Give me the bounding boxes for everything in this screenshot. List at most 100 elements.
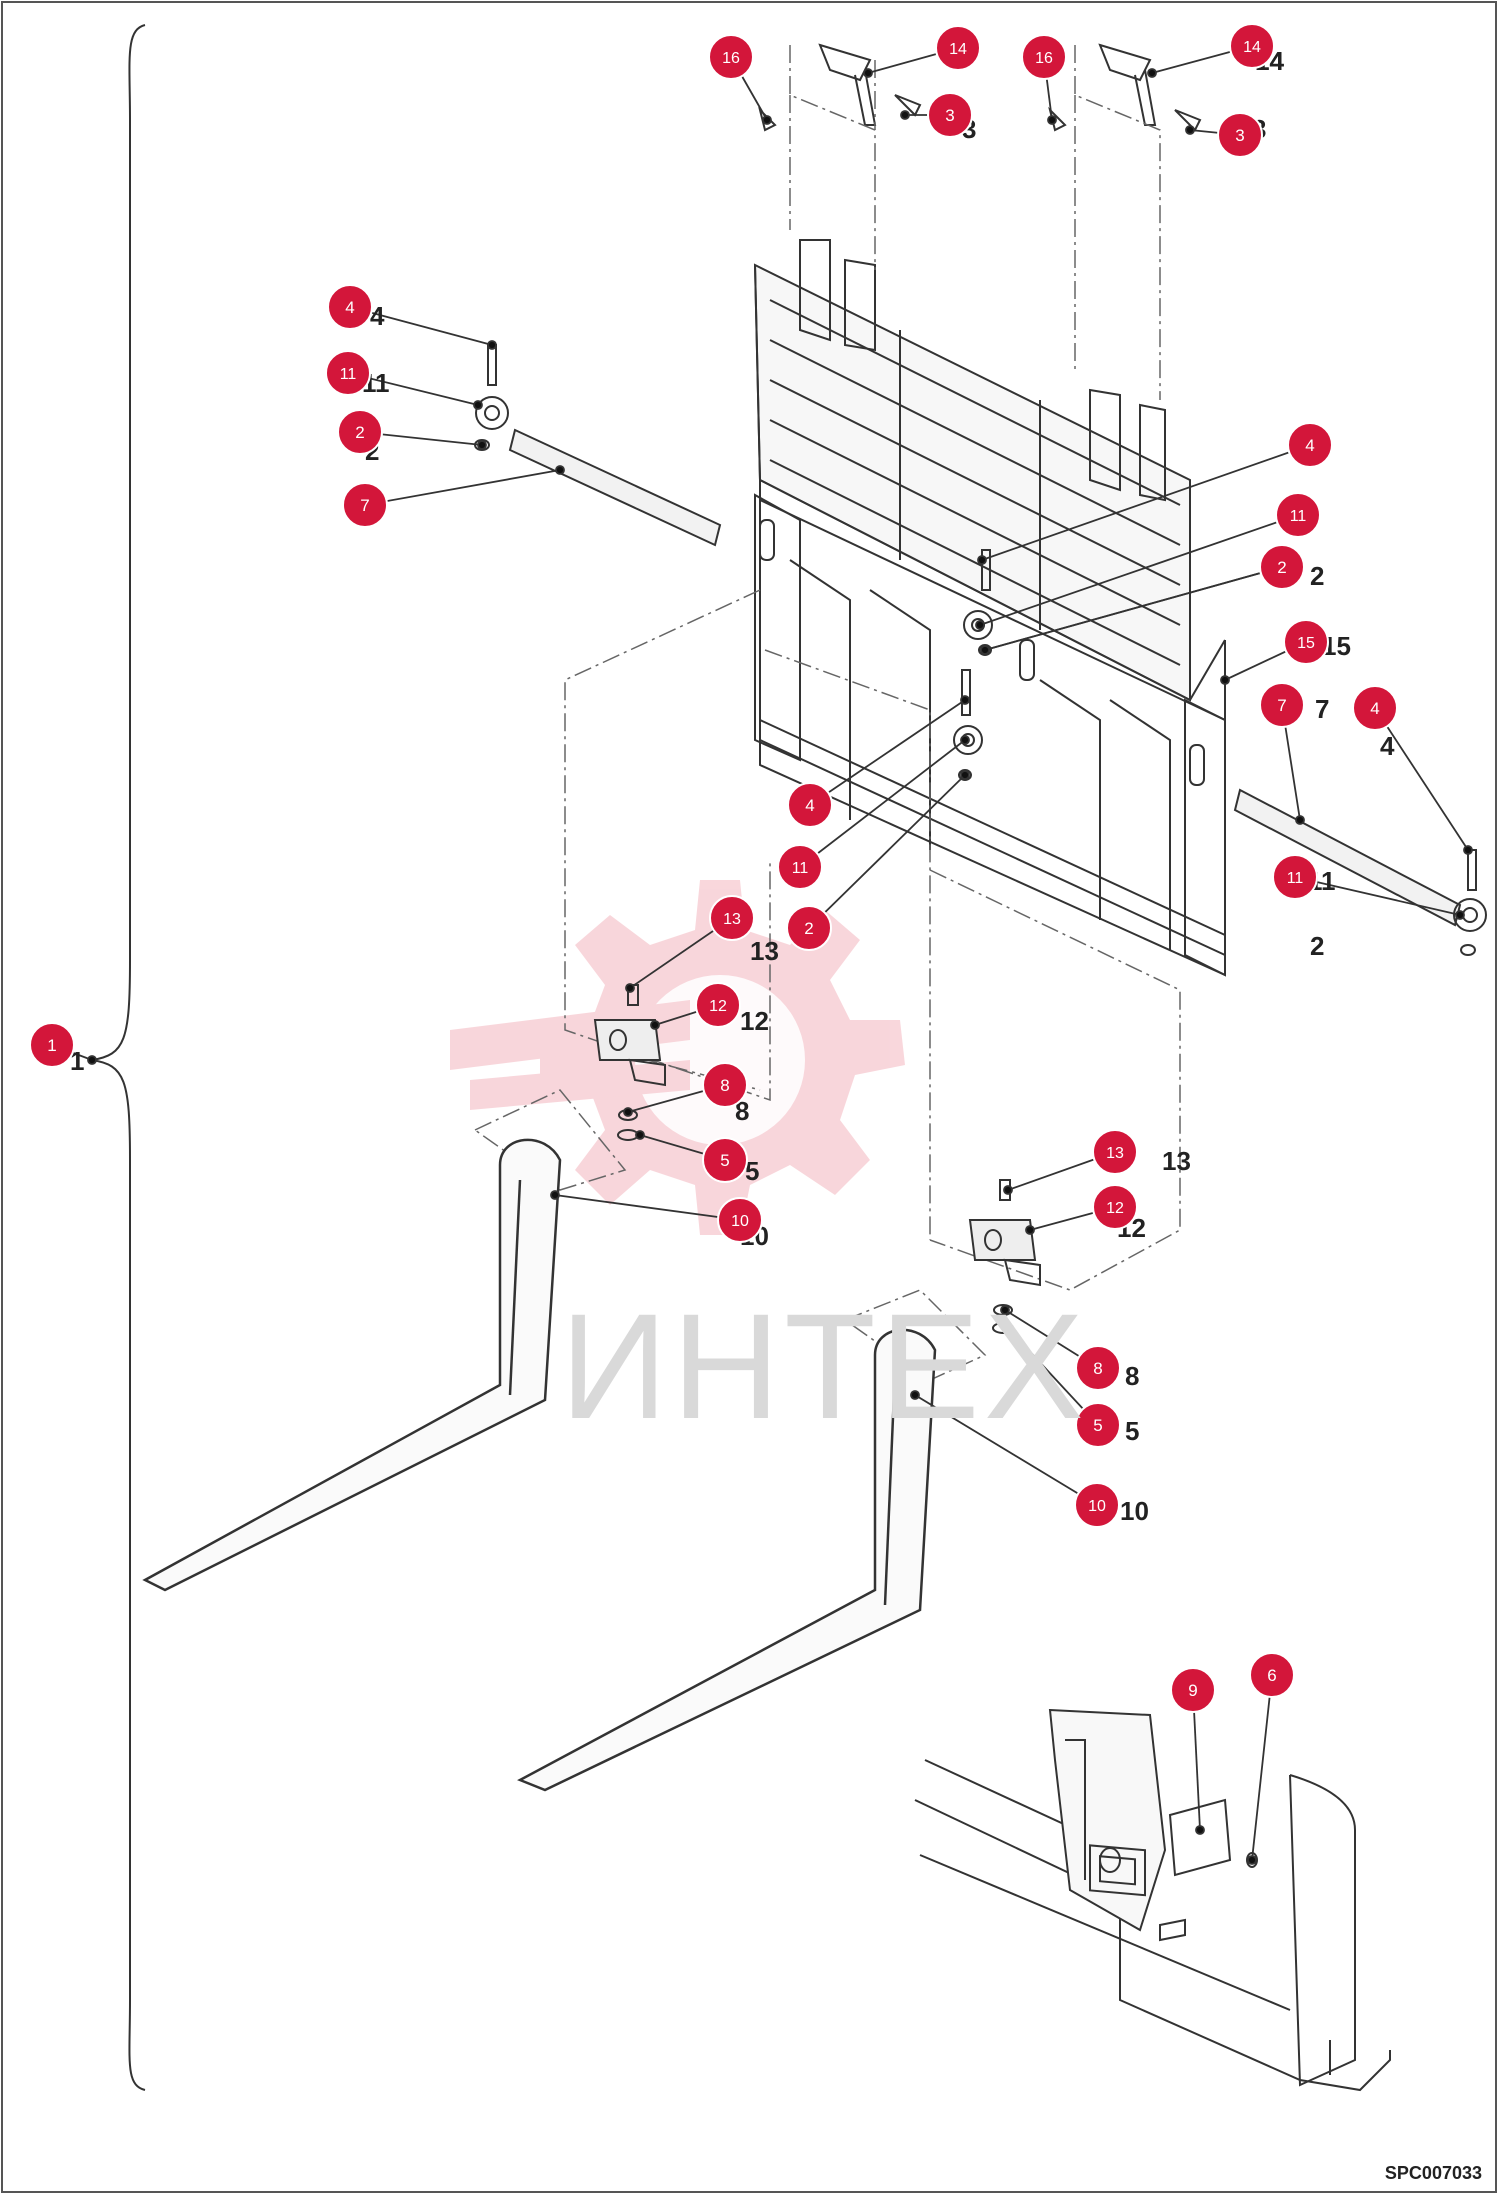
leader-dot (1463, 845, 1473, 855)
callout-marker (1170, 1667, 1216, 1713)
callout-4[interactable]: 4 (1287, 422, 1333, 468)
callout-4[interactable]: 4 (327, 284, 373, 330)
callout-marker (717, 1197, 763, 1243)
callout-number: 2 (804, 919, 813, 938)
ghost-number: 1 (70, 1046, 84, 1076)
callout-marker (695, 982, 741, 1028)
leader-dot (1003, 1323, 1013, 1333)
top-hooks (758, 43, 1202, 132)
callout-number: 7 (1277, 696, 1286, 715)
callout-7[interactable]: 7 (342, 482, 388, 528)
leader-dot (1025, 1225, 1035, 1235)
callout-14[interactable]: 14 (1229, 23, 1275, 69)
callout-10[interactable]: 10 (1074, 1482, 1120, 1528)
callout-marker (1259, 544, 1305, 590)
callout-marker (702, 1137, 748, 1183)
callout-number: 5 (720, 1151, 729, 1170)
right-pin-assembly (1233, 788, 1487, 956)
callout-number: 11 (340, 366, 357, 383)
callout-marker (1259, 682, 1305, 728)
callout-11[interactable]: 11 (1272, 854, 1318, 900)
ghost-number: 8 (1125, 1361, 1139, 1391)
callout-marker (342, 482, 388, 528)
callout-marker (777, 844, 823, 890)
callout-number: 3 (945, 106, 954, 125)
leader-dot (477, 440, 487, 450)
callout-2[interactable]: 2 (337, 409, 383, 455)
callout-12[interactable]: 12 (1092, 1184, 1138, 1230)
ghost-number: 13 (1162, 1146, 1191, 1176)
callout-7[interactable]: 7 (1259, 682, 1305, 728)
leader-line (554, 1194, 741, 1221)
callout-5[interactable]: 5 (702, 1137, 748, 1183)
callout-marker (1075, 1345, 1121, 1391)
leader-dot (487, 340, 497, 350)
callout-4[interactable]: 4 (787, 782, 833, 828)
callout-number: 5 (1093, 1416, 1102, 1435)
callout-13[interactable]: 13 (709, 895, 755, 941)
callout-marker (927, 92, 973, 138)
callout-4[interactable]: 4 (1352, 685, 1398, 731)
callout-number: 6 (1267, 1666, 1276, 1685)
callout-number: 14 (1243, 39, 1261, 56)
callout-15[interactable]: 15 (1283, 619, 1329, 665)
leader-dot (1147, 68, 1157, 78)
callout-9[interactable]: 9 (1170, 1667, 1216, 1713)
callout-number: 4 (805, 796, 814, 815)
ghost-number: 4 (370, 301, 385, 331)
callout-marker (1275, 492, 1321, 538)
callout-3[interactable]: 3 (927, 92, 973, 138)
leader-dot (762, 115, 772, 125)
leader-dot (623, 1107, 633, 1117)
callout-5[interactable]: 5 (1075, 1402, 1121, 1448)
callout-number: 9 (1188, 1681, 1197, 1700)
callout-10[interactable]: 10 (717, 1197, 763, 1243)
callout-16[interactable]: 16 (1021, 34, 1067, 80)
leader-line (364, 469, 561, 506)
leader-line (1251, 1674, 1273, 1861)
callout-6[interactable]: 6 (1249, 1652, 1295, 1698)
callout-marker (1092, 1184, 1138, 1230)
callout-2[interactable]: 2 (786, 905, 832, 951)
callout-marker (702, 1062, 748, 1108)
callout-2[interactable]: 2 (1259, 544, 1305, 590)
callout-number: 14 (949, 41, 967, 58)
leader-line (1374, 707, 1469, 851)
callout-number: 4 (345, 298, 354, 317)
callout-3[interactable]: 3 (1217, 112, 1263, 158)
callout-number: 15 (1297, 635, 1315, 652)
callout-13[interactable]: 13 (1092, 1129, 1138, 1175)
leader-line (914, 1394, 1098, 1506)
callout-11[interactable]: 11 (325, 350, 371, 396)
callout-marker (935, 25, 981, 71)
callout-8[interactable]: 8 (1075, 1345, 1121, 1391)
stop-blocks (593, 984, 1041, 1334)
callout-marker (1249, 1652, 1295, 1698)
callout-marker (327, 284, 373, 330)
callout-8[interactable]: 8 (702, 1062, 748, 1108)
callout-12[interactable]: 12 (695, 982, 741, 1028)
callout-marker (29, 1022, 75, 1068)
leader-dot (863, 68, 873, 78)
callout-14[interactable]: 14 (935, 25, 981, 71)
leader-dot (960, 770, 970, 780)
callout-1[interactable]: 1 (29, 1022, 75, 1068)
callout-number: 11 (1290, 508, 1307, 525)
carriage-frame (753, 239, 1226, 977)
callout-number: 16 (722, 50, 740, 67)
callout-number: 8 (1093, 1359, 1102, 1378)
callout-11[interactable]: 11 (777, 844, 823, 890)
callout-number: 2 (1277, 558, 1286, 577)
callout-marker (1074, 1482, 1120, 1528)
ghost-number: 2 (1310, 561, 1324, 591)
callout-number: 12 (709, 998, 727, 1015)
callout-marker (325, 350, 371, 396)
callout-number: 10 (1088, 1498, 1106, 1515)
leader-dot (625, 983, 635, 993)
ghost-number: 5 (1125, 1416, 1139, 1446)
callout-marker (786, 905, 832, 951)
leader-line (979, 514, 1299, 626)
callout-16[interactable]: 16 (708, 34, 754, 80)
callout-11[interactable]: 11 (1275, 492, 1321, 538)
